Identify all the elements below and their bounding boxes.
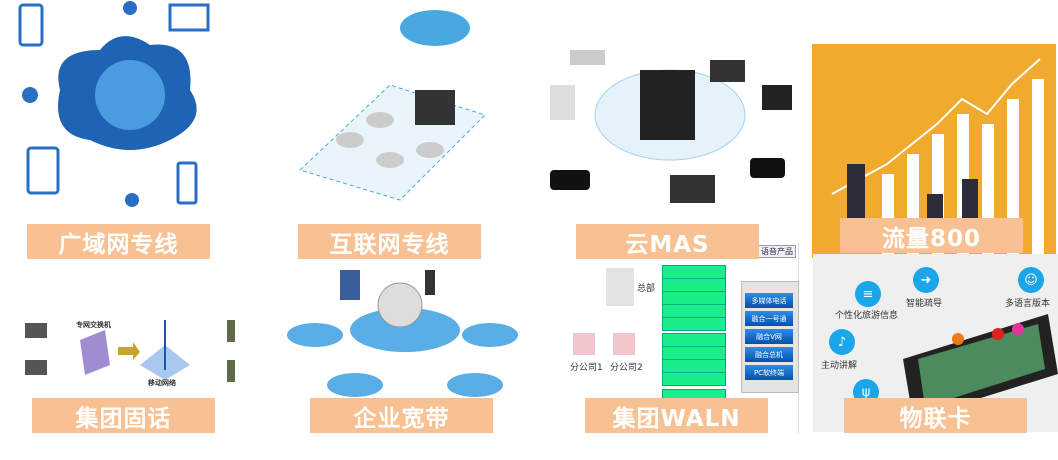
- product-item: 融合总机: [745, 347, 793, 362]
- tile-label[interactable]: 企业宽带: [310, 398, 493, 433]
- tile-label[interactable]: 广域网专线: [27, 224, 210, 259]
- product-item: 多媒体电话: [745, 293, 793, 308]
- tile-internet-image: [290, 0, 490, 215]
- feature-label: 多语言版本: [1005, 299, 1051, 309]
- tile-phone-image: 专网交换机 移动网络: [0, 290, 260, 390]
- hq-label: 总部: [637, 284, 656, 294]
- voice-products-header: 语音产品: [758, 245, 796, 258]
- tile-label[interactable]: 互联网专线: [298, 224, 481, 259]
- service-item: [662, 359, 726, 373]
- feature-label: 主动讲解: [821, 361, 858, 371]
- tile-wan-image: [10, 0, 230, 215]
- product-item: PC软终端: [745, 365, 793, 380]
- service-item: [662, 317, 726, 331]
- service-item: [662, 333, 726, 347]
- service-item: [662, 278, 726, 292]
- branch1-label: 分公司1: [570, 363, 603, 373]
- tile-label[interactable]: 物联卡: [844, 398, 1027, 433]
- feature-label: 个性化旅游信息: [835, 311, 899, 321]
- feature-label: 智能疏导: [906, 299, 943, 309]
- language-icon: ☺: [1018, 267, 1044, 293]
- tile-label[interactable]: 集团固话: [32, 398, 215, 433]
- product-item: 融合V网: [745, 329, 793, 344]
- tile-broadband-image: [285, 265, 525, 400]
- service-item: [662, 304, 726, 318]
- tile-cloudmas-image: [540, 30, 800, 220]
- info-icon: ≡: [855, 281, 881, 307]
- tile-label[interactable]: 云MAS: [576, 224, 759, 259]
- service-item: [662, 265, 726, 279]
- branch2-label: 分公司2: [610, 363, 643, 373]
- network-label: 移动网络: [148, 379, 176, 387]
- switch-label: 专网交换机: [76, 321, 111, 329]
- branch-house-icon: [573, 333, 595, 355]
- hq-building-icon: [606, 268, 634, 306]
- product-item: 融合一号通: [745, 311, 793, 326]
- service-item: [662, 346, 726, 360]
- guide-icon: ➜: [913, 267, 939, 293]
- tile-label[interactable]: 流量800: [840, 218, 1023, 253]
- tile-label[interactable]: 集团WALN: [585, 398, 768, 433]
- service-item: [662, 291, 726, 305]
- speaker-icon: ♪: [829, 329, 855, 355]
- service-item: [662, 372, 726, 386]
- branch-house-icon: [613, 333, 635, 355]
